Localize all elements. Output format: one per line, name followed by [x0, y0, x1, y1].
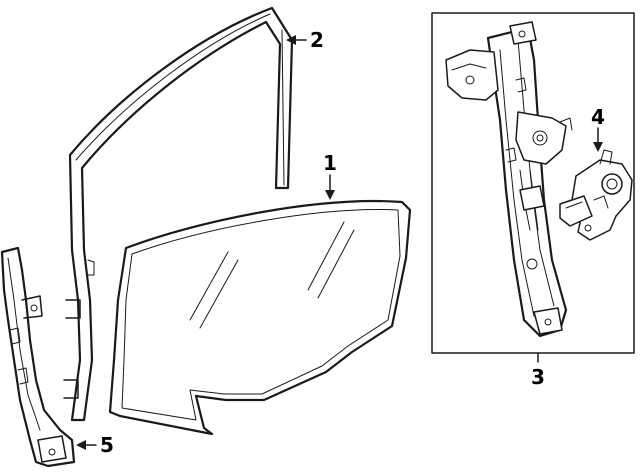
window-regulator: [445, 21, 573, 338]
window-glass: [108, 199, 412, 436]
callout-1: 1: [323, 151, 337, 200]
guide-channel: [0, 246, 76, 468]
regulator-motor: [559, 149, 633, 241]
callout-3: 3: [531, 352, 545, 389]
callout-4: 4: [591, 105, 605, 152]
callout-label-5: 5: [100, 433, 114, 457]
callout-2: 2: [286, 28, 324, 52]
callout-label-2: 2: [310, 28, 324, 52]
regulator-box: [431, 12, 635, 354]
callout-label-4: 4: [591, 105, 605, 129]
callout-label-3: 3: [531, 365, 545, 389]
callout-5: 5: [76, 433, 114, 457]
glass-run-channel: [63, 6, 294, 422]
callout-label-1: 1: [323, 151, 337, 175]
